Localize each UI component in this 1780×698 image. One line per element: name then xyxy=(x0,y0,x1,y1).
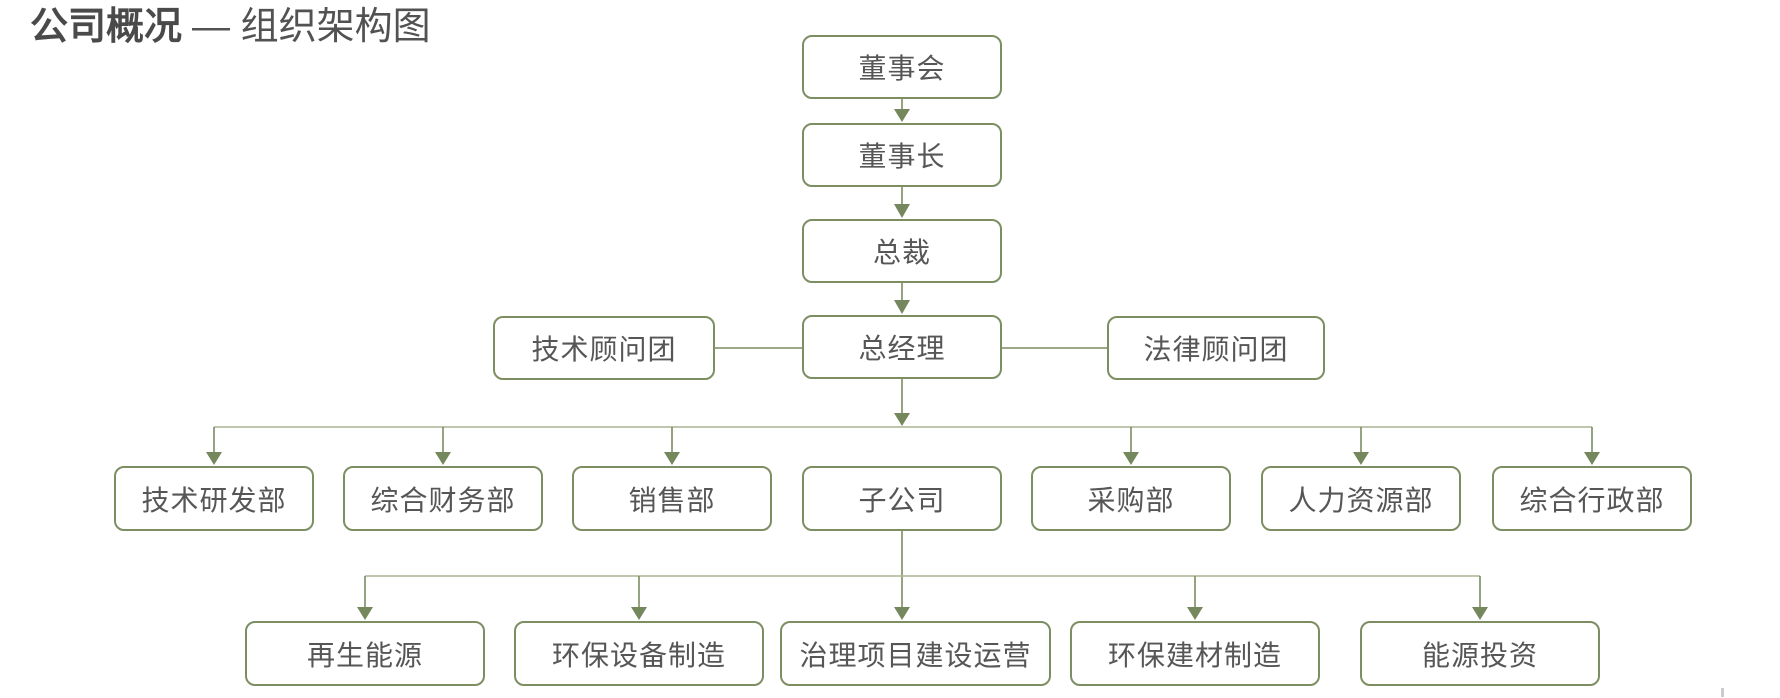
org-node-label: 采购部 xyxy=(1087,484,1175,516)
org-node-label: 再生能源 xyxy=(306,639,423,671)
connector-president-gm xyxy=(894,283,910,314)
org-node-general-manager[interactable]: 总经理 xyxy=(802,315,1002,379)
org-node-label: 人力资源部 xyxy=(1288,484,1434,516)
connector-subco-subsidiaries xyxy=(894,531,910,620)
drop-dept-5 xyxy=(1123,427,1139,465)
org-node-tech-advisors[interactable]: 技术顾问团 xyxy=(493,316,715,380)
drop-sub-1 xyxy=(357,576,373,620)
org-node-label: 总经理 xyxy=(858,333,946,364)
drop-dept-2 xyxy=(435,427,451,465)
org-node-label: 法律顾问团 xyxy=(1143,334,1289,365)
org-node-sub-building-materials[interactable]: 环保建材制造 xyxy=(1070,621,1320,686)
org-node-label: 综合行政部 xyxy=(1519,484,1665,516)
org-node-sub-treatment-projects[interactable]: 治理项目建设运营 xyxy=(780,621,1051,686)
org-node-dept-hr[interactable]: 人力资源部 xyxy=(1261,466,1461,531)
drop-sub-2 xyxy=(631,576,647,620)
drop-dept-6 xyxy=(1353,427,1369,465)
org-node-sub-renewable-energy[interactable]: 再生能源 xyxy=(245,621,485,686)
title-main: 公司概况 xyxy=(30,6,183,48)
drop-sub-5 xyxy=(1472,576,1488,620)
org-node-president[interactable]: 总裁 xyxy=(802,219,1002,283)
org-node-dept-rnd[interactable]: 技术研发部 xyxy=(114,466,314,531)
org-node-label: 销售部 xyxy=(628,484,716,516)
org-node-label: 董事长 xyxy=(858,141,946,172)
org-node-label: 综合财务部 xyxy=(370,484,516,516)
org-node-label: 能源投资 xyxy=(1421,639,1538,671)
scrollbar-fragment[interactable] xyxy=(1721,688,1724,697)
connector-gm-departments xyxy=(894,379,910,426)
connector-chairman-president xyxy=(894,187,910,218)
drop-dept-7 xyxy=(1584,427,1600,465)
org-node-label: 子公司 xyxy=(858,484,946,516)
org-node-dept-finance[interactable]: 综合财务部 xyxy=(343,466,543,531)
org-node-legal-advisors[interactable]: 法律顾问团 xyxy=(1107,316,1325,380)
drop-dept-1 xyxy=(206,427,222,465)
org-node-dept-sales[interactable]: 销售部 xyxy=(572,466,772,531)
drop-sub-4 xyxy=(1187,576,1203,620)
connector-board-chairman xyxy=(894,99,910,122)
org-node-label: 董事会 xyxy=(858,53,946,84)
org-node-label: 总裁 xyxy=(872,237,931,268)
org-node-chairman[interactable]: 董事长 xyxy=(802,123,1002,187)
title-subtitle: — 组织架构图 xyxy=(192,6,431,48)
org-node-label: 环保建材制造 xyxy=(1107,639,1282,671)
drop-dept-3 xyxy=(664,427,680,465)
org-node-label: 治理项目建设运营 xyxy=(799,639,1032,671)
org-node-dept-admin[interactable]: 综合行政部 xyxy=(1492,466,1692,531)
org-node-sub-energy-investment[interactable]: 能源投资 xyxy=(1360,621,1600,686)
org-node-dept-subsidiaries[interactable]: 子公司 xyxy=(802,466,1002,531)
org-node-sub-env-equipment[interactable]: 环保设备制造 xyxy=(514,621,764,686)
org-node-label: 环保设备制造 xyxy=(551,639,726,671)
page-title: 公司概况— 组织架构图 xyxy=(30,4,431,52)
org-node-board[interactable]: 董事会 xyxy=(802,35,1002,99)
org-node-label: 技术顾问团 xyxy=(531,334,677,365)
org-node-dept-procurement[interactable]: 采购部 xyxy=(1031,466,1231,531)
org-node-label: 技术研发部 xyxy=(141,484,287,516)
